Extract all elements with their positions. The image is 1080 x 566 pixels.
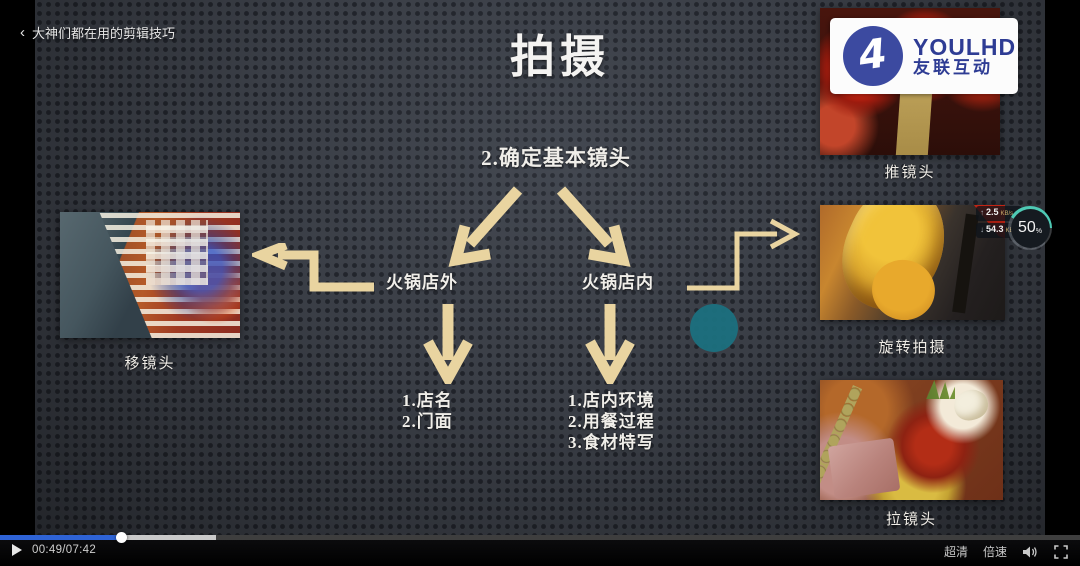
controls-right: 超清 倍速: [944, 543, 1068, 560]
logo-monogram-icon: 4: [843, 26, 903, 86]
upload-unit: KB/s: [1000, 211, 1014, 217]
control-bar: 00:49/07:42 超清 倍速: [0, 540, 1080, 566]
progress-bar[interactable]: [0, 532, 1080, 543]
thumbnail-pan-shot: [60, 212, 240, 338]
thumb-label-push: 推镜头: [884, 165, 936, 181]
battery-value: 50%: [1010, 208, 1050, 248]
up-arrow-icon: ↑: [980, 208, 984, 217]
thumb-label-pull: 拉镜头: [885, 512, 937, 528]
list-item: 1.店名: [402, 391, 453, 410]
branch-label-inside: 火锅店内: [582, 273, 654, 292]
teal-dot-marker: [690, 304, 738, 352]
battery-indicator: 50%: [1008, 206, 1052, 250]
quality-button[interactable]: 超清: [943, 545, 968, 559]
thumb-label-pan: 移镜头: [124, 356, 176, 372]
diagram-heading: 2.确定基本镜头: [481, 146, 631, 170]
list-item: 2.门面: [402, 412, 453, 431]
logo-brand-en: YOULHD: [913, 34, 1017, 60]
thumbnail-pull-shot: [820, 380, 1003, 500]
volume-icon: [1023, 546, 1037, 557]
awning-shape: [60, 212, 160, 338]
list-item: 1.店内环境: [568, 391, 655, 410]
download-value: 54.3: [986, 224, 1004, 234]
brand-logo: 4 YOULHD 友联互动: [830, 18, 1018, 94]
photo-wall-shape: [146, 219, 208, 286]
list-inside: 1.店内环境 2.用餐过程 3.食材特写: [568, 390, 655, 453]
greens-shape: [926, 380, 956, 400]
down-arrow-icon: ↓: [980, 225, 984, 234]
fullscreen-icon: [1054, 544, 1068, 559]
volume-button[interactable]: [1022, 545, 1039, 559]
play-button[interactable]: [12, 544, 22, 556]
thumb-label-rotate: 旋转拍摄: [878, 340, 947, 356]
time-display: 00:49/07:42: [32, 544, 97, 556]
list-item: 3.食材特写: [568, 433, 655, 452]
branch-label-outside: 火锅店外: [386, 273, 458, 292]
speed-button[interactable]: 倍速: [982, 545, 1007, 559]
progress-thumb[interactable]: [116, 532, 127, 543]
upload-value: 2.5: [986, 207, 999, 217]
progress-fill: [0, 535, 119, 540]
list-item: 2.用餐过程: [568, 412, 655, 431]
heart-tofu-shape: [950, 385, 993, 425]
meat-shape: [827, 438, 901, 500]
back-button[interactable]: ‹ 大神们都在用的剪辑技巧: [20, 23, 175, 42]
logo-text: YOULHD 友联互动: [913, 35, 1016, 77]
list-outside: 1.店名 2.门面: [402, 390, 453, 432]
slide-title: 拍摄: [509, 32, 610, 82]
back-chevron-icon: ‹: [20, 24, 25, 41]
pole-shape: [951, 213, 979, 314]
fullscreen-button[interactable]: [1054, 544, 1068, 559]
controls-left: 00:49/07:42: [12, 544, 96, 556]
logo-brand-cn: 友联互动: [913, 58, 993, 78]
video-title: 大神们都在用的剪辑技巧: [32, 26, 176, 41]
